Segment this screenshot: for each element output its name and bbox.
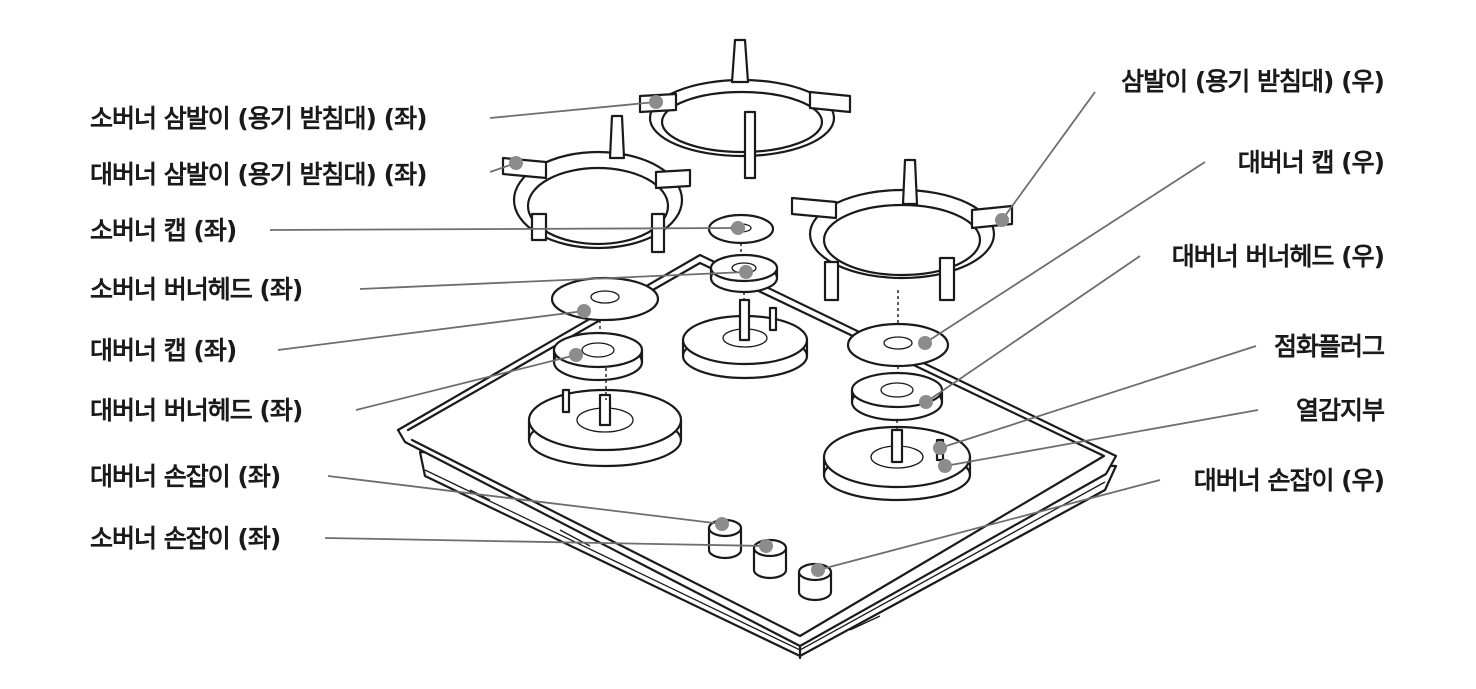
label-small-cap-left: 소버너 캡 (좌) xyxy=(90,216,236,245)
burner-head-right-large xyxy=(850,371,944,432)
marker-large-head-right xyxy=(919,395,933,409)
label-thermocouple: 열감지부 xyxy=(1296,396,1385,425)
large-burner-base-right xyxy=(822,425,972,502)
marker-large-head-left xyxy=(569,348,583,362)
label-small-grate-left: 소버너 삼발이 (용기 받침대) (좌) xyxy=(90,104,427,133)
marker-ignition-plug xyxy=(933,441,947,455)
small-burner-base-middle xyxy=(681,298,809,380)
label-grate-right: 삼발이 (용기 받침대) (우) xyxy=(1121,67,1384,96)
marker-small-head-left xyxy=(739,265,753,279)
label-large-cap-right: 대버너 캡 (우) xyxy=(1238,148,1384,177)
marker-large-grate-left xyxy=(509,156,523,170)
label-ignition-plug: 점화플러그 xyxy=(1274,332,1385,361)
marker-thermocouple xyxy=(938,459,952,473)
labels-right: 삼발이 (용기 받침대) (우) 대버너 캡 (우) 대버너 버너헤드 (우) … xyxy=(1121,67,1386,495)
marker-dots xyxy=(509,95,1009,577)
marker-small-grate-left xyxy=(649,95,663,109)
marker-large-cap-right xyxy=(918,336,932,350)
marker-large-knob-left xyxy=(715,517,729,531)
burner-cap-right-large xyxy=(846,290,950,373)
label-small-head-left: 소버너 버너헤드 (좌) xyxy=(90,275,302,304)
marker-large-knob-right xyxy=(811,563,825,577)
burner-head-middle-small xyxy=(709,253,779,302)
leader-lines xyxy=(269,91,1259,571)
marker-large-cap-left xyxy=(577,304,591,318)
grate-left-small xyxy=(638,38,852,180)
large-burner-base-left xyxy=(527,388,683,468)
label-small-knob-left: 소버너 손잡이 (좌) xyxy=(90,524,280,553)
label-large-knob-left: 대버너 손잡이 (좌) xyxy=(90,462,280,491)
label-large-grate-left: 대버너 삼발이 (용기 받침대) (좌) xyxy=(90,160,427,189)
marker-small-cap-left xyxy=(731,221,745,235)
label-large-cap-left: 대버너 캡 (좌) xyxy=(90,336,236,365)
labels-left: 소버너 삼발이 (용기 받침대) (좌) 대버너 삼발이 (용기 받침대) (좌… xyxy=(90,104,428,553)
grate-left-large xyxy=(501,114,692,254)
label-large-knob-right: 대버너 손잡이 (우) xyxy=(1194,466,1384,495)
marker-grate-right xyxy=(995,213,1009,227)
grate-right xyxy=(790,158,1014,302)
burner-cap-middle-small xyxy=(707,213,775,255)
label-large-head-right: 대버너 버너헤드 (우) xyxy=(1172,242,1384,271)
marker-small-knob-left xyxy=(759,539,773,553)
label-large-head-left: 대버너 버너헤드 (좌) xyxy=(90,396,302,425)
